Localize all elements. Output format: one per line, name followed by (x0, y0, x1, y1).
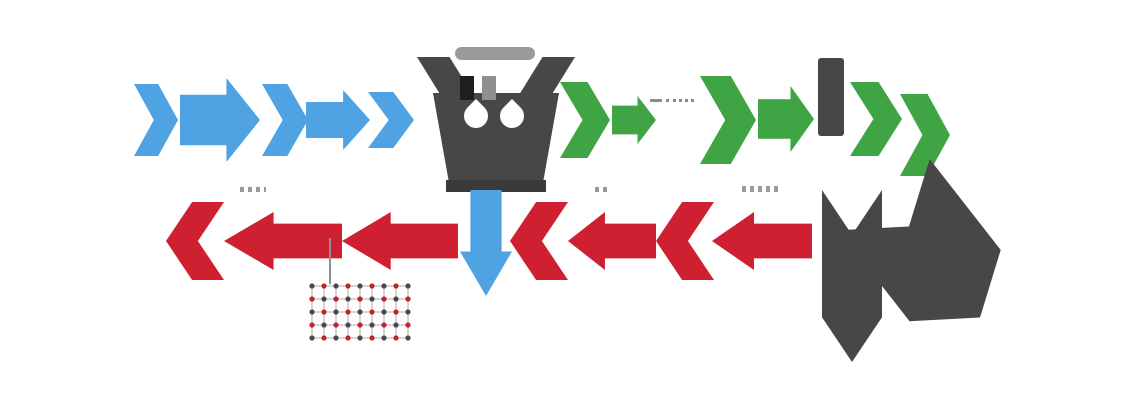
furnace-body (433, 93, 559, 192)
red-arrow-4-icon (510, 202, 568, 280)
red-arrow-1-icon (166, 202, 224, 280)
crucible-gray (482, 76, 496, 100)
annotation-mark-1 (240, 187, 266, 192)
red-arrow-6-icon (656, 202, 714, 280)
green-arrow-6-icon (900, 94, 950, 176)
furnace-lid (455, 47, 535, 60)
blue-arrow-4-icon (306, 90, 370, 150)
red-arrow-7-icon (712, 212, 812, 270)
furnace-base (446, 180, 546, 192)
green-arrow-1-icon (560, 82, 610, 158)
blue-arrow-3-icon (262, 84, 308, 156)
blue-arrow-1-icon (134, 84, 178, 156)
annotation-mark-2 (595, 187, 609, 192)
blue-arrow-2-icon (180, 78, 260, 162)
dash-dot-marker (650, 96, 694, 104)
red-arrow-3-icon (342, 212, 458, 270)
marker-dash (650, 98, 662, 102)
crucible-dark (460, 76, 474, 100)
blue-arrow-5-icon (368, 92, 414, 148)
lattice-connector-line (329, 238, 331, 284)
sample-bar (818, 58, 844, 136)
green-arrow-4-icon (758, 86, 814, 152)
green-arrow-5-icon (850, 82, 902, 156)
crystal-lattice-icon (309, 283, 411, 341)
blue-down-arrow-icon (460, 190, 512, 296)
green-arrow-3-icon (700, 76, 756, 164)
marker-dots (666, 98, 694, 102)
gray-corner-shape-1 (822, 190, 882, 362)
annotation-mark-3 (742, 186, 780, 192)
red-arrow-2-icon (224, 212, 342, 270)
red-arrow-5-icon (568, 212, 656, 270)
